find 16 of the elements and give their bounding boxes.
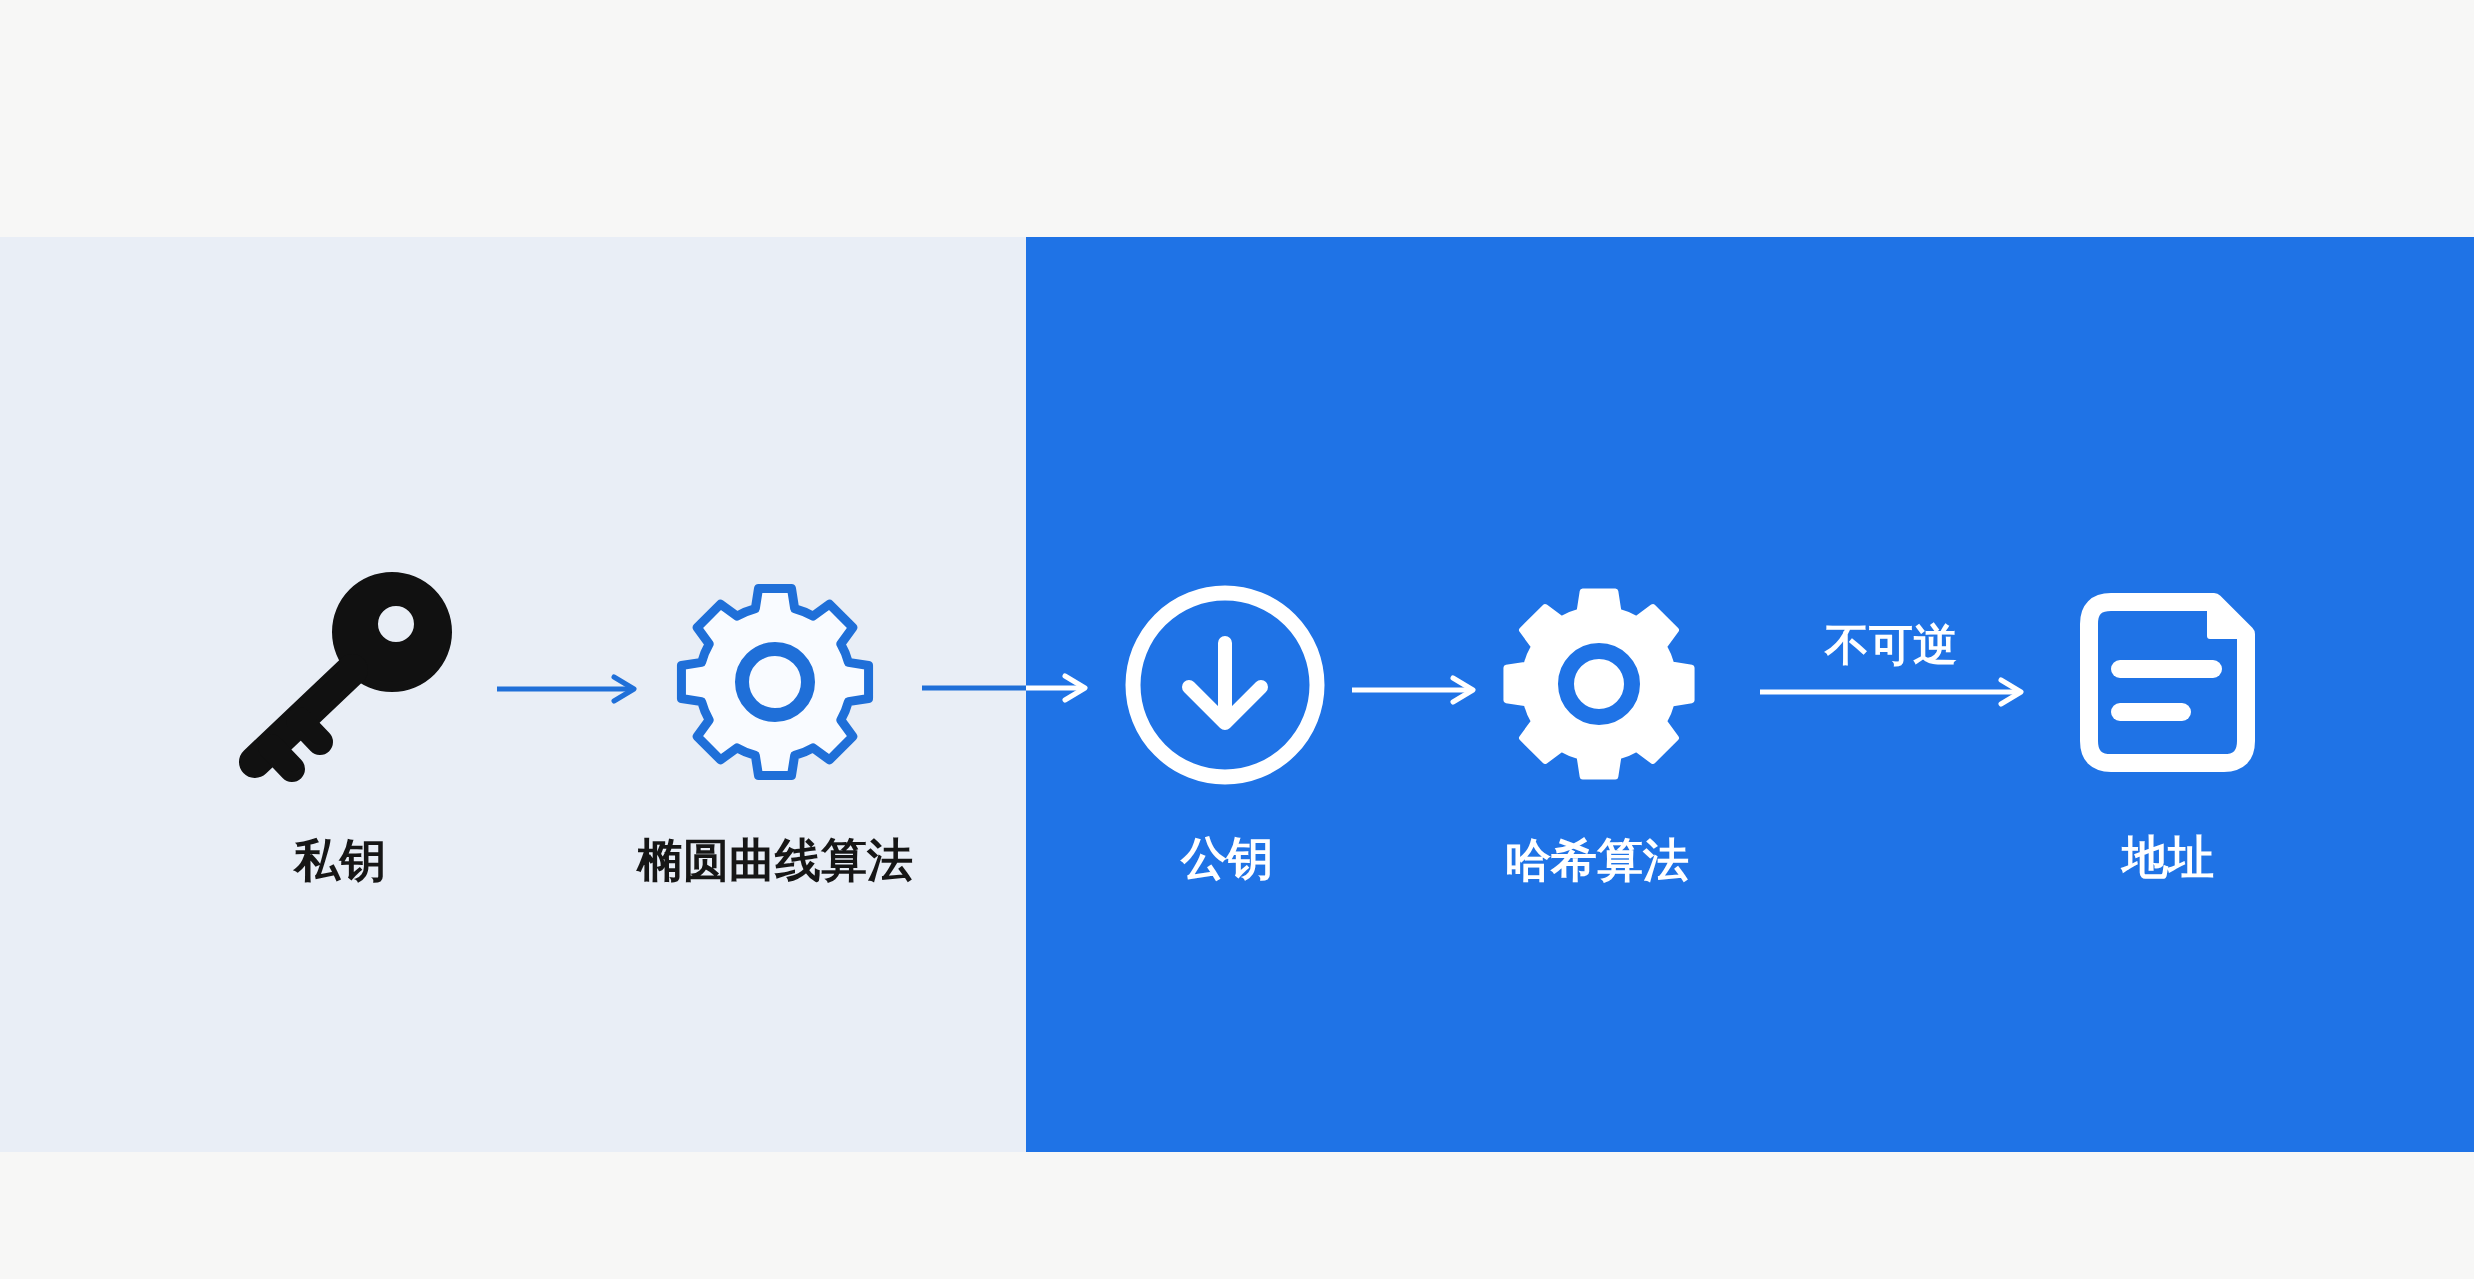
panel bbox=[1026, 237, 2474, 1152]
icon-caption: 地址 bbox=[2122, 834, 2214, 880]
icon-caption: 私钥 bbox=[294, 837, 386, 883]
arrow bbox=[497, 674, 637, 704]
icon-caption: 哈希算法 bbox=[1505, 837, 1689, 883]
gear-icon bbox=[675, 582, 875, 782]
edge-label: 不可逆 bbox=[1824, 623, 1957, 667]
arrow bbox=[922, 673, 1088, 703]
icon-caption: 椭圆曲线算法 bbox=[637, 837, 913, 883]
panel bbox=[0, 237, 1026, 1152]
arrow bbox=[1760, 677, 2024, 707]
icon-caption: 公钥 bbox=[1181, 835, 1273, 881]
down-arrow-circle-icon bbox=[1125, 585, 1325, 785]
document-icon bbox=[2080, 593, 2255, 772]
arrow bbox=[1352, 675, 1476, 705]
gear-icon bbox=[1501, 586, 1697, 782]
